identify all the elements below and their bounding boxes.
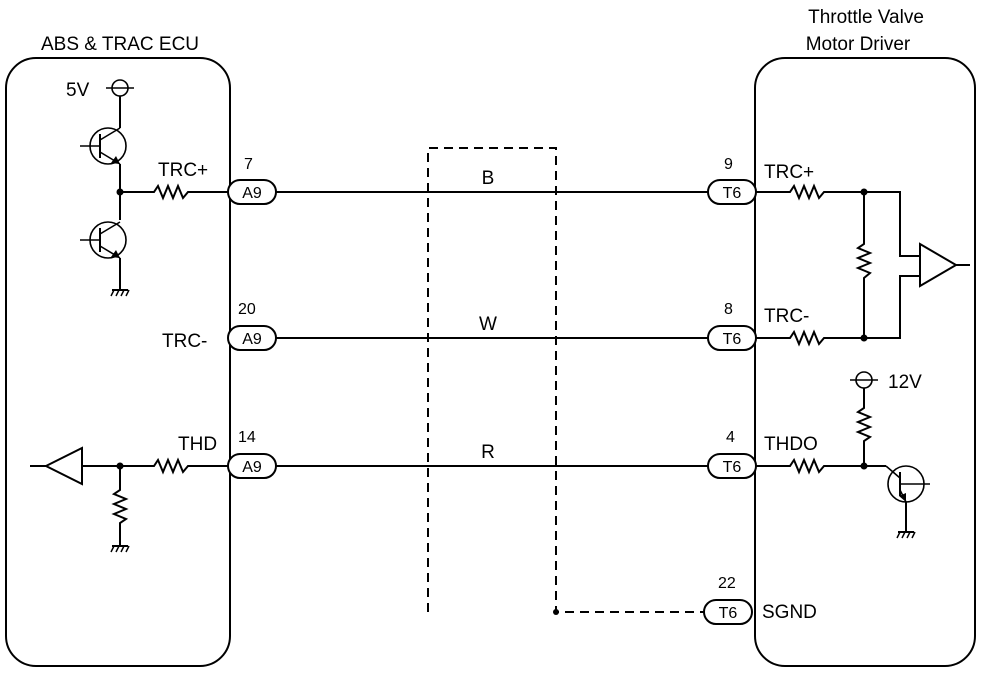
left-pin-number: 14 xyxy=(238,429,256,446)
right-supply-label: 12V xyxy=(888,372,922,393)
left-pin-number: 7 xyxy=(244,156,253,173)
wire-color-label: W xyxy=(479,314,497,335)
right-signal-label: SGND xyxy=(762,602,817,623)
left-thd-resistor xyxy=(120,457,228,475)
right-trc-minus-resistor xyxy=(756,329,864,347)
connector-a9-pin14 xyxy=(227,453,277,479)
connector-a9-pin20 xyxy=(227,325,277,351)
right-trc-plus-resistor xyxy=(756,183,864,201)
right-ecu-title-line2: Motor Driver xyxy=(806,34,911,55)
lower-transistor-icon xyxy=(80,221,127,259)
connector-t6-pin22 xyxy=(703,599,753,625)
right-pin-number: 4 xyxy=(726,429,735,446)
termination-resistor xyxy=(855,192,873,338)
right-pin-number: 9 xyxy=(724,156,733,173)
right-signal-label: THDO xyxy=(764,434,818,455)
left-ecu-title: ABS & TRAC ECU xyxy=(41,34,199,55)
wire-color-label: R xyxy=(481,442,495,463)
svg-text:T6: T6 xyxy=(723,185,742,202)
comparator-icon xyxy=(919,242,970,288)
output-transistor-icon xyxy=(885,465,930,503)
shield-junction xyxy=(553,609,559,615)
left-pin-number: 20 xyxy=(238,301,256,318)
right-signal-label: TRC+ xyxy=(764,162,814,183)
right-signal-label: TRC- xyxy=(764,306,809,327)
right-ecu-title-line1: Throttle Valve xyxy=(808,7,924,28)
left-ecu-box xyxy=(5,57,231,667)
left-trc-plus-resistor xyxy=(120,183,228,201)
svg-text:T6: T6 xyxy=(719,605,738,622)
left-signal-label: TRC- xyxy=(162,331,207,352)
left-ground-icon-2 xyxy=(110,545,130,553)
left-signal-label: THD xyxy=(178,434,217,455)
right-pin-number: 8 xyxy=(724,301,733,318)
svg-text:T6: T6 xyxy=(723,459,742,476)
left-buffer-icon xyxy=(30,446,83,486)
svg-text:A9: A9 xyxy=(242,459,262,476)
right-ecu-box xyxy=(754,57,976,667)
svg-text:T6: T6 xyxy=(723,331,742,348)
left-supply-label: 5V xyxy=(66,80,90,101)
connector-a9-pin7 xyxy=(227,179,277,205)
left-signal-label: TRC+ xyxy=(158,160,208,181)
right-pullup-resistor xyxy=(855,388,873,466)
upper-transistor-icon xyxy=(80,127,127,165)
svg-text:A9: A9 xyxy=(242,185,262,202)
shield-outline xyxy=(427,147,704,613)
wire-color-label: B xyxy=(482,168,495,189)
right-ground-icon xyxy=(896,531,916,539)
left-ground-icon-1 xyxy=(110,289,130,297)
left-pulldown-resistor xyxy=(111,466,129,546)
svg-text:A9: A9 xyxy=(242,331,262,348)
right-pin-number: 22 xyxy=(718,575,736,592)
right-thdo-resistor xyxy=(756,457,864,475)
